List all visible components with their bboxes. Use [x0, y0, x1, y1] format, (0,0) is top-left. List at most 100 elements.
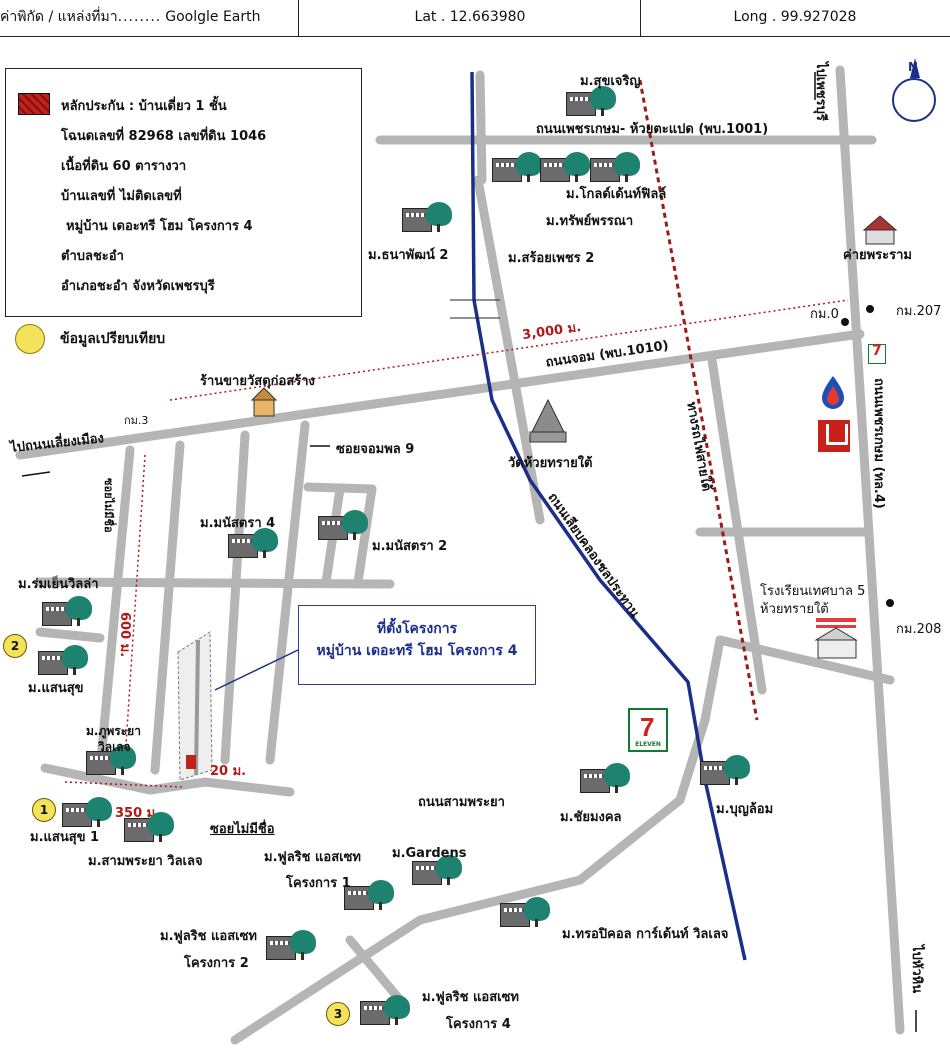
gas-station-icon	[822, 376, 844, 409]
railway-line	[638, 79, 759, 721]
village-icon-saensuk1	[62, 797, 116, 827]
comparison-point-1: 1	[32, 798, 56, 822]
coord-label: ค่าพิกัด / แหล่งที่มา	[0, 9, 118, 25]
road-east-1	[715, 635, 895, 685]
collateral-marker	[186, 755, 196, 769]
village-icon-b	[540, 152, 594, 182]
distance-line-600	[124, 454, 146, 761]
road-loop-b	[353, 484, 377, 587]
road-north-branch	[475, 70, 487, 185]
seven-eleven-icon: 7 ELEVEN	[628, 708, 668, 752]
legend-collateral: หลักประกัน : บ้านเดี่ยว 1 ชั้น	[61, 99, 227, 114]
comparison-legend: ข้อมูลเปรียบเทียบ	[5, 322, 365, 356]
label-flourish2a: ม.ฟูลริช แอสเซท	[160, 929, 257, 944]
village-icon-flourish1	[344, 880, 398, 910]
label-soi-chompon9: ซอยจอมพล 9	[336, 442, 415, 457]
road-inner-1	[150, 440, 185, 775]
direction-arrows	[21, 72, 917, 1032]
project-plot	[177, 631, 213, 781]
road-samphraya-east	[230, 635, 725, 1045]
project-road	[194, 639, 200, 776]
comparison-dot-icon	[15, 324, 45, 354]
lat-cell: Lat . 12.663980	[300, 0, 641, 36]
label-km208: กม.208	[896, 622, 942, 637]
school-icon	[814, 618, 858, 659]
label-flourish1a: ม.ฟูลริช แอสเซท	[264, 850, 361, 865]
village-icon-kuphraya	[86, 745, 140, 775]
label-school2: ห้วยทรายใต้	[760, 602, 829, 617]
road-east-3	[707, 355, 767, 695]
road-cross-1	[35, 577, 395, 589]
label-soi-noname-1: ซอยไม่มีชื่อ	[102, 478, 115, 533]
label-distance-600: 600 ม.	[117, 612, 132, 658]
village-icon-gardens	[412, 855, 466, 885]
road-canal-side	[473, 175, 545, 525]
label-soiphet2: ม.สร้อยเพชร 2	[508, 251, 595, 266]
village-icon-c	[590, 152, 644, 182]
label-school1: โรงเรียนเทศบาล 5	[760, 584, 866, 599]
label-km0: กม.0	[810, 307, 839, 322]
village-icon-flourish2	[266, 930, 320, 960]
label-phetkasem-highway: ถนนเพชรเกษม (ทล.4)	[871, 378, 886, 509]
label-chaimongkol: ม.ชัยมงคล	[560, 810, 622, 825]
coord-source-cell: ค่าพิกัด / แหล่งที่มา........Goolgle Ear…	[0, 0, 299, 36]
seven-eleven-small-number: 7	[872, 343, 882, 359]
legend-deed: โฉนดเลขที่ 82968 เลขที่ดิน 1046	[61, 129, 267, 144]
label-samphraya-village: ม.สามพระยา วิลเลจ	[88, 854, 203, 869]
label-shop: ร้านขายวัสดุก่อสร้าง	[200, 374, 315, 389]
label-bunlom: ม.บุญล้อม	[716, 802, 774, 817]
label-flourish2b: โครงการ 2	[184, 956, 249, 971]
village-icon-tropical	[500, 897, 554, 927]
compass-n: N	[908, 60, 919, 74]
road-branch-sw	[345, 935, 405, 1005]
lat-value: 12.663980	[449, 9, 526, 25]
village-icon-manatsara2	[318, 510, 372, 540]
north-arrow-icon	[910, 58, 920, 78]
legend-area: เนื้อที่ดิน 60 ตารางวา	[61, 159, 187, 174]
seven-eleven-small-icon: 7	[868, 343, 886, 364]
village-icon-a	[492, 152, 546, 182]
label-phetkasem-huaytapet: ถนนเพชรเกษม- ห้วยตะแปด (พบ.1001)	[536, 122, 769, 137]
project-callout: ที่ตั้งโครงการ หมู่บ้าน เดอะทรี โฮม โครง…	[298, 605, 536, 685]
road-soi-chompon9	[265, 420, 310, 765]
label-kuphraya: ม.ภูพระยา	[86, 724, 141, 738]
label-distance-20: 20 ม.	[210, 764, 247, 779]
village-icon-romyen	[42, 596, 96, 626]
village-icon-samphraya	[124, 812, 178, 842]
callout-pointer	[214, 649, 299, 691]
isuzu-dealer-icon	[818, 420, 850, 452]
label-flourish4a: ม.ฟูลริช แอสเซท	[422, 990, 519, 1005]
village-icon-saensuk	[38, 645, 92, 675]
legend-box: หลักประกัน : บ้านเดี่ยว 1 ชั้น โฉนดเลขที…	[5, 68, 362, 317]
comparison-label: ข้อมูลเปรียบเทียบ	[60, 331, 166, 347]
comparison-point-2: 2	[3, 634, 27, 658]
header-bar: ค่าพิกัด / แหล่งที่มา........Goolgle Ear…	[0, 0, 950, 37]
km-0-dot	[841, 318, 849, 326]
village-icon-manatsara4	[228, 528, 282, 558]
label-to-phetchaburi: ไปเพชรบุรี	[813, 62, 828, 121]
label-gardens: ม.Gardens	[392, 846, 467, 861]
compass-rose	[892, 78, 936, 122]
label-temple: วัดห้วยทรายใต้	[508, 456, 593, 471]
label-gold-garden: ม.โกลด์เด้นท์ฟิลล์	[566, 187, 667, 202]
road-soi-noname	[95, 445, 135, 775]
road-inner-2	[220, 430, 250, 765]
legend-subdistrict: ตำบลชะอำ	[61, 249, 124, 264]
road-phetkasem-highway	[835, 65, 905, 1035]
coord-source: Goolgle Earth	[165, 9, 261, 25]
label-km207: กม.207	[896, 304, 942, 319]
camp-icon	[862, 215, 898, 245]
label-flourish4b: โครงการ 4	[446, 1017, 511, 1032]
legend-district: อำเภอชะอำ จังหวัดเพชรบุรี	[61, 279, 215, 294]
label-tropical: ม.ทรอปิคอล การ์เด้นท์ วิลเลจ	[562, 927, 729, 942]
road-chom	[15, 329, 865, 460]
lat-label: Lat .	[414, 9, 446, 25]
label-flourish1b: โครงการ 1	[286, 876, 351, 891]
shop-icon	[250, 387, 278, 417]
label-kuphraya2: วิลเลจ	[98, 740, 131, 754]
village-icon-thanaphat	[402, 202, 456, 232]
label-saensuk: ม.แสนสุข	[28, 681, 84, 696]
label-km3: กม.3	[124, 414, 149, 427]
km-208-dot	[886, 599, 894, 607]
